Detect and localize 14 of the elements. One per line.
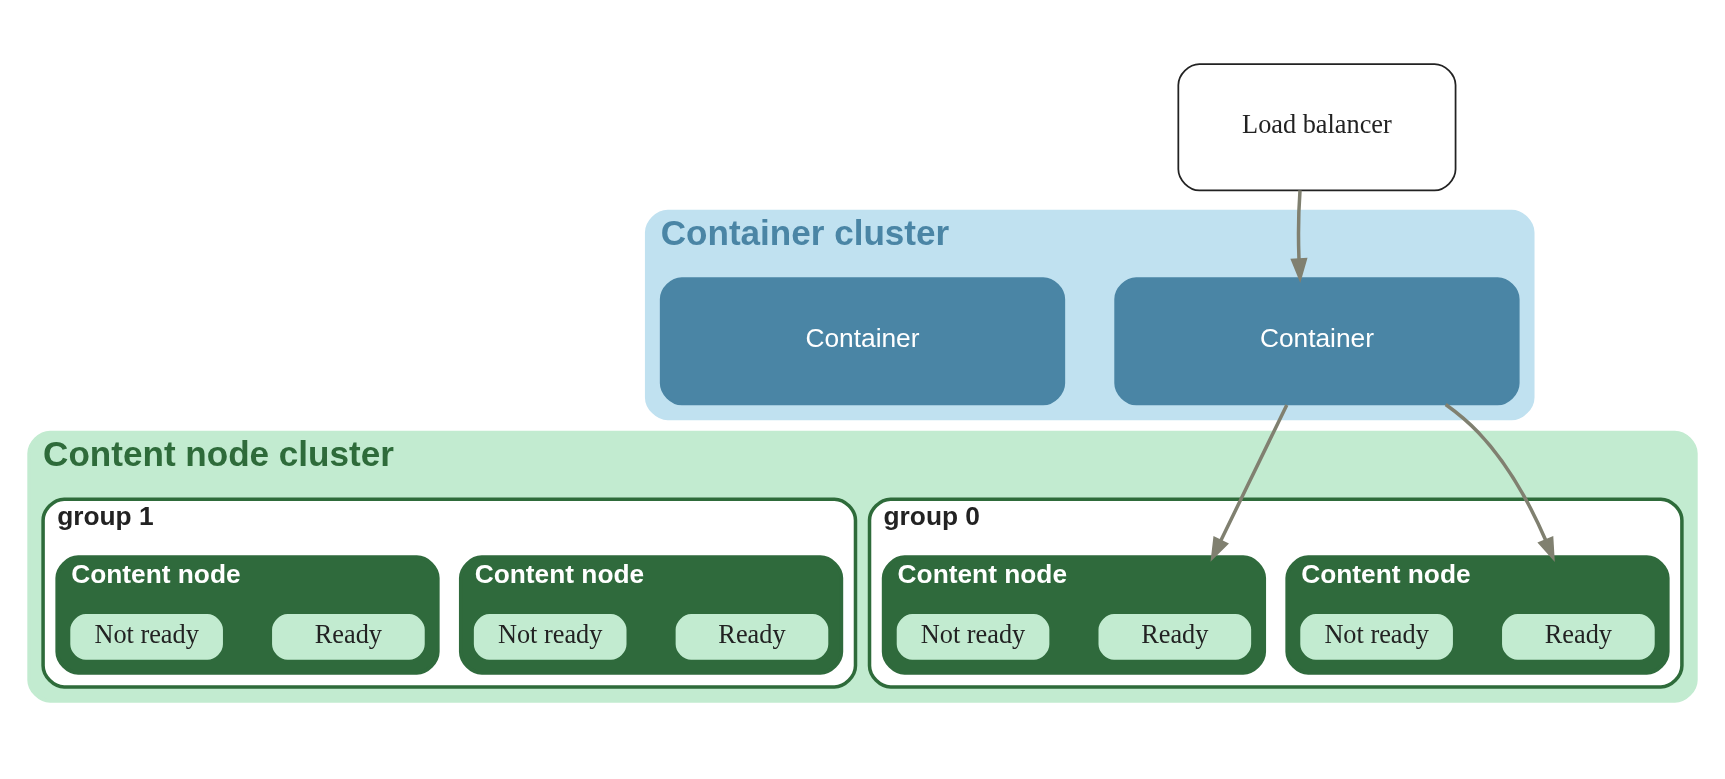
arrow <box>1210 404 1289 562</box>
node-box: Container <box>659 277 1066 406</box>
node-box: Ready <box>1502 614 1655 660</box>
arrow <box>1444 403 1555 562</box>
node-box: Container <box>1114 277 1520 406</box>
node-box: Not ready <box>70 614 223 660</box>
node-box: Ready <box>272 614 425 660</box>
node-box: Ready <box>675 614 829 660</box>
node-box: Load balancer <box>1177 63 1457 192</box>
node-box: Not ready <box>1300 614 1453 660</box>
node-box: Ready <box>1098 614 1252 660</box>
node-box: Not ready <box>473 614 627 660</box>
arrow <box>1290 190 1308 283</box>
node-box: Not ready <box>896 614 1050 660</box>
